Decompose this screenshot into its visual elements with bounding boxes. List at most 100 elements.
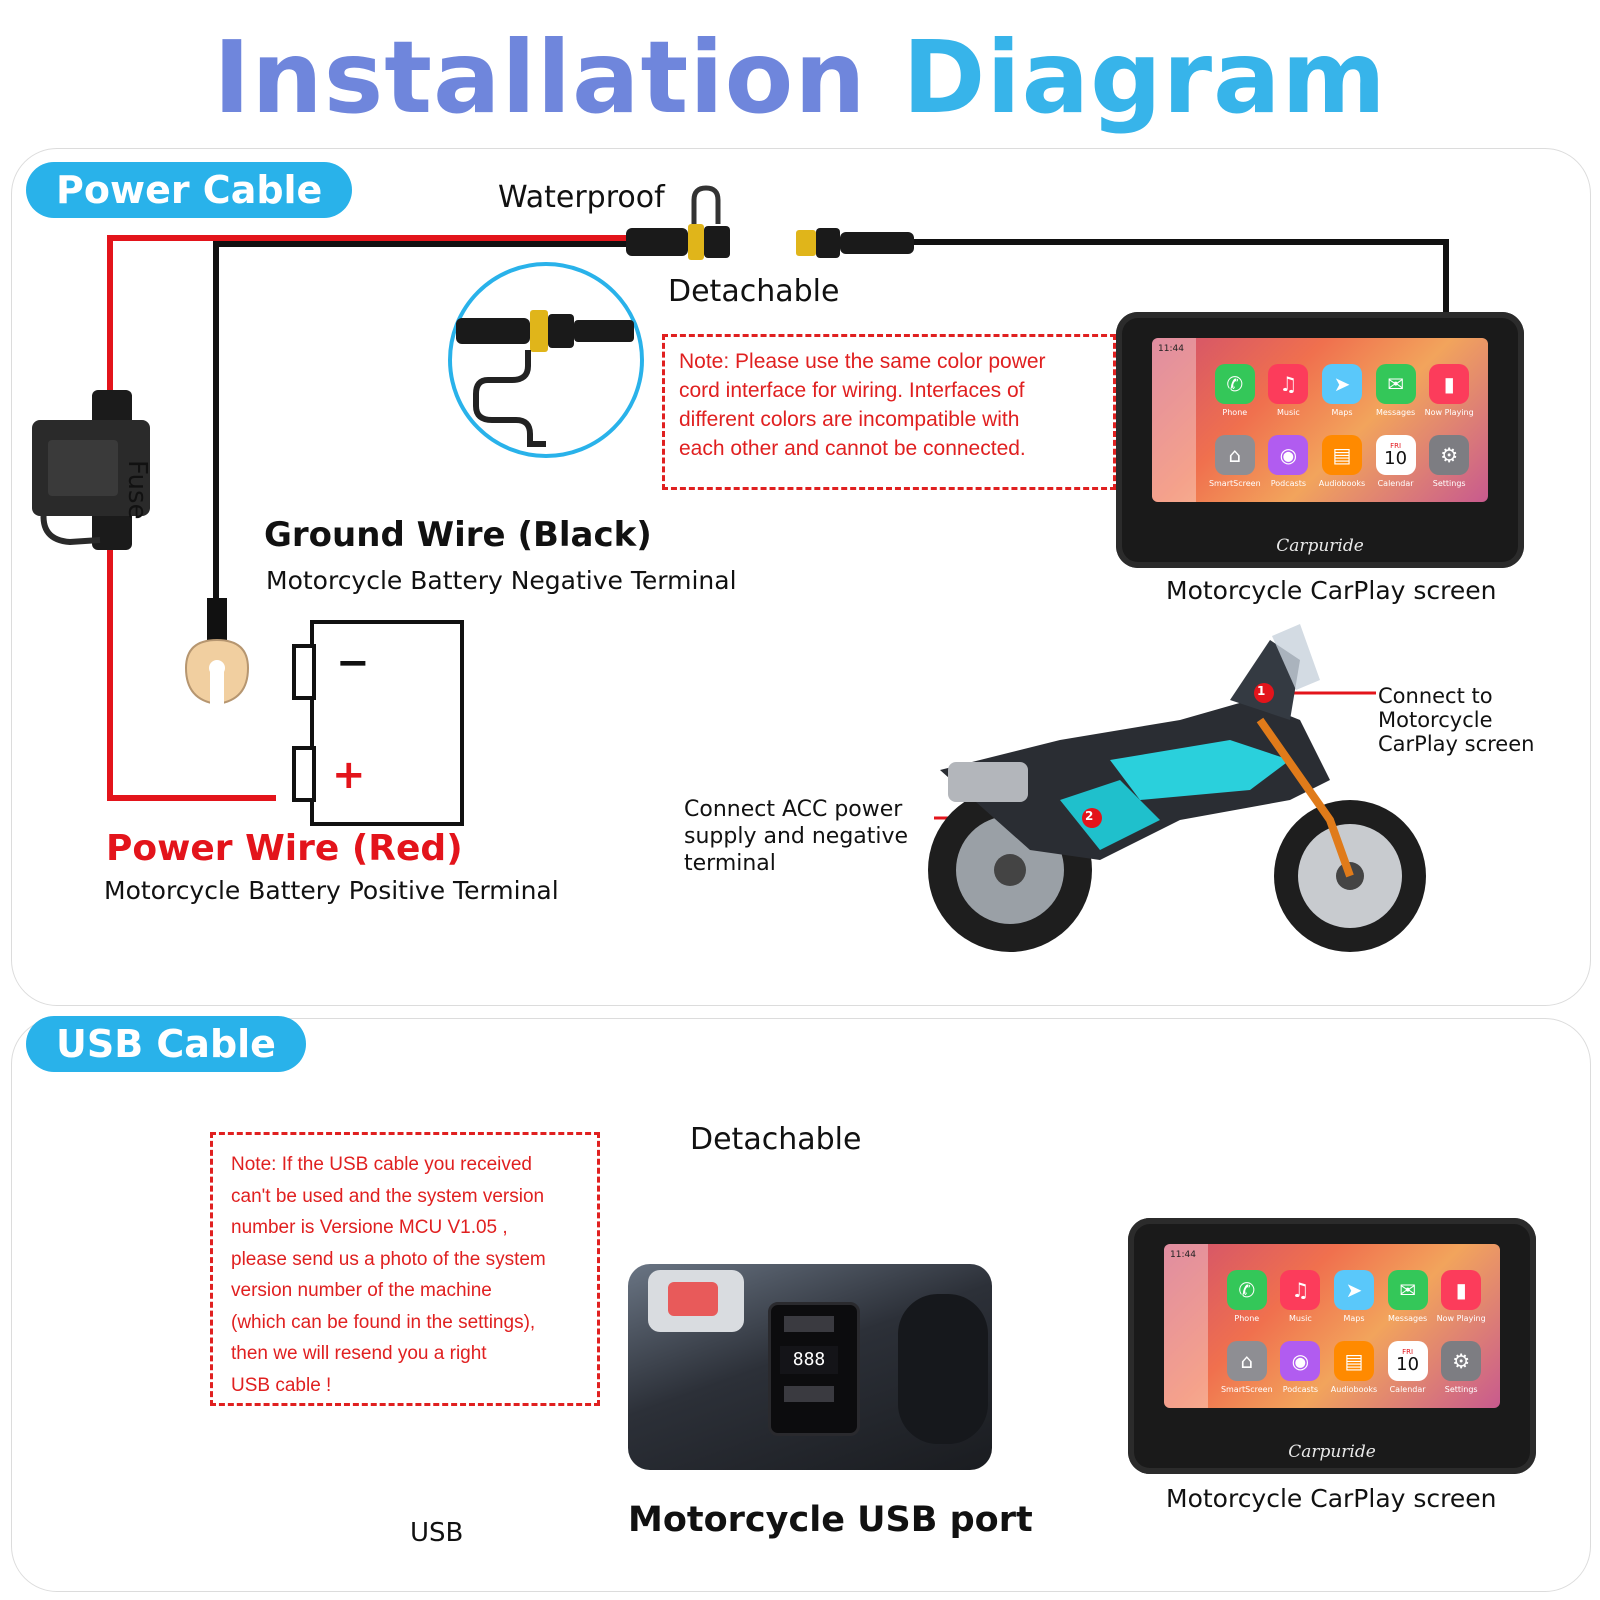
usb-cable-badge: USB Cable [26,1016,306,1072]
home-icon: ⌂ [1214,435,1255,475]
motorcycle-usb-port-photo: 888 [628,1264,992,1470]
power-screen-caption: Motorcycle CarPlay screen [1166,576,1497,605]
usb-note-text: Note: If the USB cable you received can'… [231,1154,546,1396]
callout-2-number: 2 [1085,809,1094,823]
carplay-app-label: Music [1277,408,1300,417]
now-playing-icon: ▮ [1429,364,1470,404]
ground-wire-subtitle: Motorcycle Battery Negative Terminal [266,566,737,595]
audiobooks-icon: ▤ [1321,435,1362,475]
carplay-clock: 11:44 [1158,344,1184,354]
carpuride-logo: Carpuride [1288,1442,1376,1462]
carplay-app-messages: ✉ Messages [1369,364,1423,417]
carplay-app-maps: ➤ Maps [1327,1270,1381,1323]
carplay-app-label: Maps [1331,408,1353,417]
music-icon: ♫ [1280,1270,1321,1310]
connector-zoom-icon [448,262,644,458]
carplay-app-now-playing: ▮ Now Playing [1422,364,1476,417]
carpuride-logo: Carpuride [1276,536,1364,556]
messages-icon: ✉ [1375,364,1416,404]
carplay-app-settings: ⚙Settings [1422,435,1476,488]
title-word-installation: Installation [213,19,867,136]
carplay-app-label: Audiobooks [1318,479,1366,488]
carplay-app-phone: ✆ Phone [1208,364,1262,417]
carplay-app-podcasts: ◉ Podcasts [1262,435,1316,488]
carplay-app-smartscreen: ⌂ SmartScreen [1208,435,1262,488]
calendar-date: 10 [1384,448,1408,469]
carplay-screen-usb: 11:44 ✆Phone♫Music➤Maps✉Messages▮Now Pla… [1128,1218,1536,1474]
battery-negative-sign: − [336,640,370,686]
calendar-date: 10 [1396,1354,1420,1375]
usb-label: USB [410,1518,464,1548]
phone-icon: ✆ [1214,364,1255,404]
black-ground-wire [213,241,630,600]
waterproof-label: Waterproof [498,180,665,215]
carplay-app-label: Maps [1343,1314,1365,1323]
carplay-app-music: ♫ Music [1274,1270,1328,1323]
power-wire-subtitle: Motorcycle Battery Positive Terminal [104,876,559,905]
screen-power-wire [912,239,1449,312]
settings-icon: ⚙ [1429,435,1470,475]
fuse-icon [32,390,150,550]
power-note-box: Note: Please use the same color power co… [662,334,1116,490]
home-icon: ⌂ [1226,1341,1267,1381]
carplay-app-now-playing: ▮Now Playing [1434,1270,1488,1323]
carplay-app-label: Now Playing [1424,408,1474,417]
carplay-app-grid: ✆ Phone ♫ Music ➤ Maps ✉ Messages ▮ Now Playing ⌂ S… [1208,364,1476,488]
battery-positive-sign: + [332,752,366,798]
maps-icon: ➤ [1333,1270,1374,1310]
carplay-app-label: Phone [1222,408,1248,417]
carplay-app-maps: ➤ Maps [1315,364,1369,417]
waterproof-connector-male-icon [626,185,730,260]
carplay-app-label: Settings [1444,1385,1478,1394]
callout-2-text: Connect ACC power supply and negative te… [684,797,909,876]
usb-detachable-label: Detachable [690,1122,862,1157]
carplay-app-label: Calendar [1389,1385,1426,1394]
phone-icon: ✆ [1226,1270,1267,1310]
podcasts-icon: ◉ [1268,435,1309,475]
carplay-app-label: SmartScreen [1220,1385,1273,1394]
carplay-app-audiobooks: ▤ Audiobooks [1315,435,1369,488]
settings-icon: ⚙ [1441,1341,1482,1381]
carplay-app-smartscreen: ⌂ SmartScreen [1220,1341,1274,1394]
music-icon: ♫ [1268,364,1309,404]
carplay-app-audiobooks: ▤Audiobooks [1327,1341,1381,1394]
carplay-app-label: Podcasts [1270,479,1307,488]
carplay-app-label: Podcasts [1282,1385,1319,1394]
battery-icon [292,620,464,826]
carplay-screen-power: 11:44 ✆ Phone ♫ Music ➤ Maps ✉ Messages ▮ Now Pla… [1116,312,1524,568]
power-cable-badge: Power Cable [26,162,353,218]
carplay-display: 11:44 ✆ Phone ♫ Music ➤ Maps ✉ Messages ▮ Now Pla… [1152,338,1488,502]
page-title: Installation Diagram [0,18,1600,138]
carplay-app-music: ♫ Music [1262,364,1316,417]
carplay-app-phone: ✆ Phone [1220,1270,1274,1323]
carplay-app-settings: ⚙ Settings [1434,1341,1488,1394]
callout-1-number: 1 [1257,684,1266,698]
calendar-day: FRI [1402,1348,1414,1356]
carplay-app-label: Music [1289,1314,1312,1323]
callout-line-1-vertical [1099,693,1266,818]
usb-port-caption: Motorcycle USB port [628,1500,1033,1540]
carplay-sidebar [1164,1244,1208,1408]
carplay-app-label: Messages [1375,408,1416,417]
ground-wire-title: Ground Wire (Black) [264,515,652,555]
carplay-app-messages: ✉ Messages [1381,1270,1435,1323]
title-word-diagram: Diagram [902,19,1387,136]
carplay-app-grid: ✆ Phone ♫ Music ➤ Maps ✉ Messages ▮Now Playing ⌂ S… [1220,1270,1488,1394]
power-note-text: Note: Please use the same color power co… [679,350,1046,460]
carplay-app-podcasts: ◉Podcasts [1274,1341,1328,1394]
carplay-app-label: Messages [1387,1314,1428,1323]
maps-icon: ➤ [1321,364,1362,404]
power-wire-title: Power Wire (Red) [106,828,463,869]
fuse-label: Fuse [122,460,152,520]
carplay-sidebar [1152,338,1196,502]
messages-icon: ✉ [1387,1270,1428,1310]
carplay-app-label: Calendar [1377,479,1414,488]
carplay-app-label: Phone [1234,1314,1260,1323]
usb-note-box: Note: If the USB cable you received can'… [210,1132,600,1406]
callout-1-text: Connect to Motorcycle CarPlay screen [1378,684,1535,756]
carplay-app-label: SmartScreen [1208,479,1261,488]
